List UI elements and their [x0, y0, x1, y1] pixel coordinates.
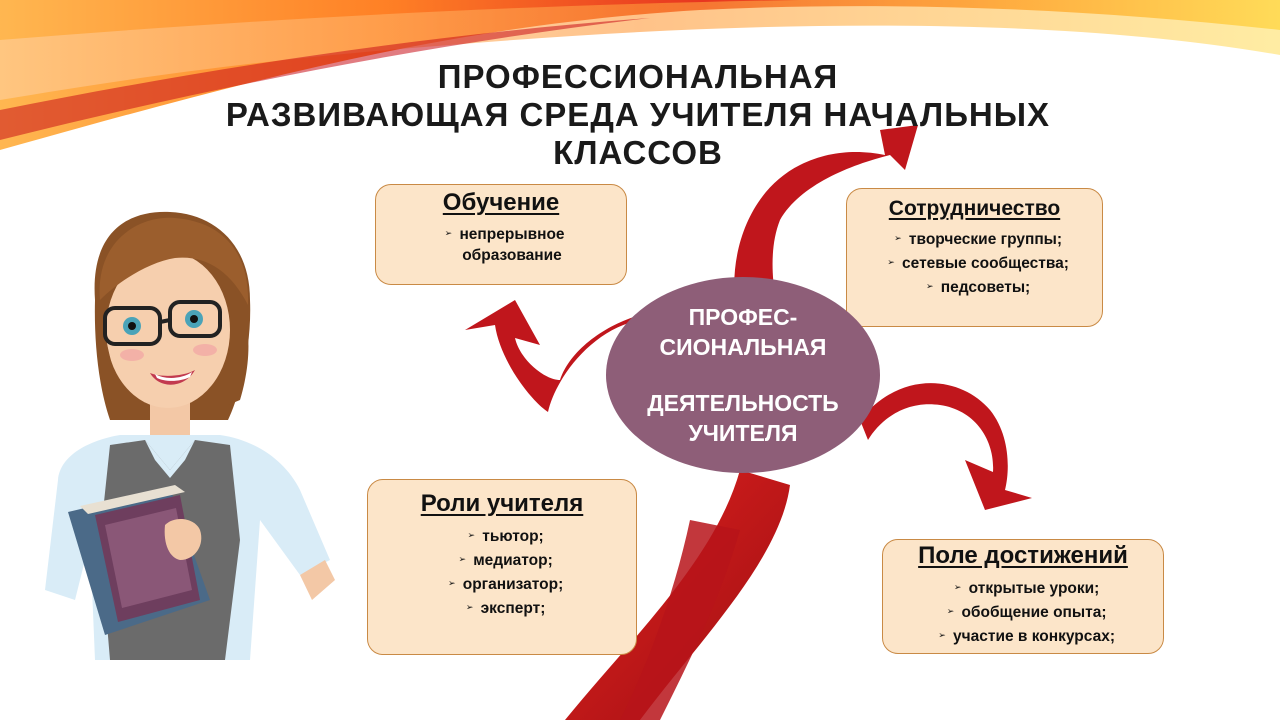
teacher-figure [45, 211, 335, 660]
achievements-title: Поле достижений [918, 542, 1128, 569]
list-item: ➢участие в конкурсах; [883, 624, 1163, 648]
bottom-ribbon [565, 470, 790, 720]
center-line-4: УЧИТЕЛЯ [688, 420, 798, 446]
title-line-2: РАЗВИВАЮЩАЯ СРЕДА УЧИТЕЛЯ НАЧАЛЬНЫХ [225, 96, 1051, 133]
arrow-bullet-icon: ➢ [926, 281, 934, 291]
arrow-bullet-icon: ➢ [953, 582, 962, 592]
center-ellipse: ПРОФЕС- СИОНАЛЬНАЯ ДЕЯТЕЛЬНОСТЬ УЧИТЕЛЯ [606, 277, 880, 473]
center-line-2: СИОНАЛЬНАЯ [659, 334, 827, 360]
list-item: ➢эксперт; [368, 596, 636, 620]
learning-list: ➢непрерывное образование [376, 223, 626, 266]
page-title: ПРОФЕССИОНАЛЬНАЯ РАЗВИВАЮЩАЯ СРЕДА УЧИТЕ… [120, 58, 1156, 172]
arrow-bullet-icon: ➢ [946, 606, 955, 616]
arrow-bullet-icon: ➢ [447, 578, 456, 588]
list-item: образование [462, 247, 562, 264]
teacher-roles-box: Роли учителя ➢тьютор; ➢медиатор; ➢органи… [367, 479, 637, 655]
title-line-1: ПРОФЕССИОНАЛЬНАЯ [437, 58, 839, 95]
cooperation-title: Сотрудничество [888, 197, 1061, 220]
list-item: ➢педсоветы; [847, 275, 1102, 299]
list-item: ➢творческие группы; [847, 227, 1102, 251]
arrow-bullet-icon: ➢ [458, 554, 466, 564]
arrow-bullet-icon: ➢ [465, 602, 474, 612]
list-item: ➢организатор; [368, 572, 636, 596]
arrow-to-achievements [860, 383, 1032, 510]
list-item: ➢тьютор; [368, 524, 636, 548]
arrow-bullet-icon: ➢ [938, 630, 946, 640]
list-item: ➢открытые уроки; [883, 576, 1163, 600]
achievements-box: Поле достижений ➢открытые уроки; ➢обобще… [882, 539, 1164, 654]
center-line-3: ДЕЯТЕЛЬНОСТЬ [647, 390, 839, 416]
center-line-1: ПРОФЕС- [688, 304, 798, 330]
arrow-bullet-icon: ➢ [467, 530, 476, 540]
top-flame-swoosh [0, 0, 1280, 150]
learning-title: Обучение [442, 189, 560, 216]
list-item: ➢непрерывное [376, 223, 626, 245]
list-item: ➢сетевые сообщества; [847, 251, 1102, 275]
arrow-bullet-icon: ➢ [887, 257, 895, 267]
cooperation-box: Сотрудничество ➢творческие группы; ➢сете… [846, 188, 1103, 327]
learning-box: Обучение ➢непрерывное образование [375, 184, 627, 285]
cooperation-list: ➢творческие группы; ➢сетевые сообщества;… [847, 227, 1102, 299]
arrow-bullet-icon: ➢ [894, 233, 902, 243]
title-line-3: КЛАССОВ [553, 134, 723, 171]
list-item: ➢медиатор; [368, 548, 636, 572]
teacher-roles-list: ➢тьютор; ➢медиатор; ➢организатор; ➢экспе… [368, 524, 636, 620]
teacher-roles-title: Роли учителя [420, 490, 584, 517]
list-item: ➢обобщение опыта; [883, 600, 1163, 624]
arrow-bullet-icon: ➢ [444, 228, 453, 238]
arrow-to-learning [465, 300, 640, 412]
achievements-list: ➢открытые уроки; ➢обобщение опыта; ➢учас… [883, 576, 1163, 648]
